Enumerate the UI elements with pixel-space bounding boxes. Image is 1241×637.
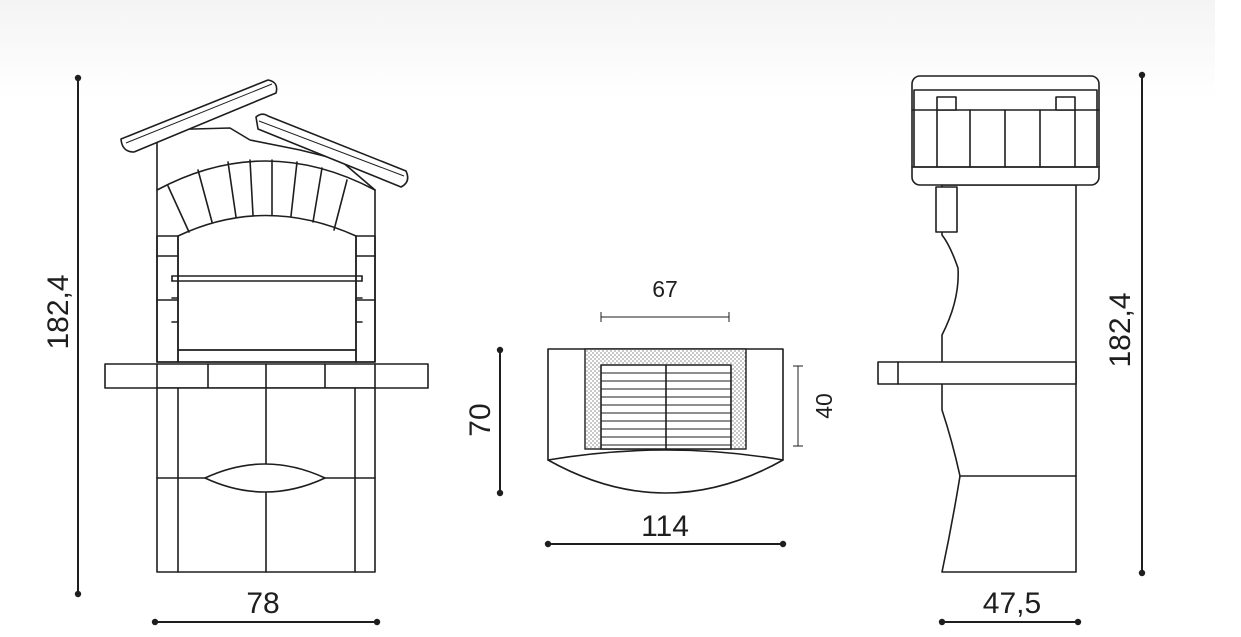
- side-depth-dimension: 47,5: [938, 587, 1082, 626]
- side-height-dimension: 182,4: [1104, 71, 1146, 577]
- top-width-label: 114: [641, 510, 689, 543]
- side-depth-label: 47,5: [983, 587, 1041, 620]
- front-view: [104, 79, 429, 573]
- side-view: [877, 75, 1100, 573]
- grill-depth-label: 40: [811, 393, 837, 419]
- front-width-dimension: 78: [151, 587, 381, 626]
- grill-width-label: 67: [652, 276, 678, 302]
- top-view: [547, 348, 784, 494]
- grill-depth-dimension: 40: [793, 365, 837, 447]
- top-depth-label: 70: [464, 403, 497, 436]
- grill-width-dimension: 67: [600, 276, 730, 322]
- front-height-dimension: 182,4: [42, 74, 82, 598]
- top-depth-dimension: 70: [464, 346, 504, 497]
- side-height-label: 182,4: [1104, 292, 1137, 367]
- front-width-label: 78: [246, 587, 279, 620]
- front-height-label: 182,4: [42, 274, 75, 349]
- top-width-dimension: 114: [544, 510, 787, 548]
